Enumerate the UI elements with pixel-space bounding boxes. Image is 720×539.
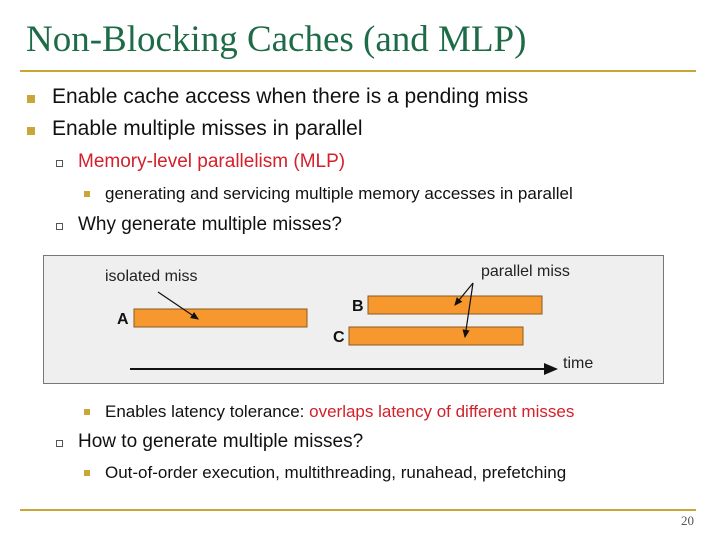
isolated-miss-label: isolated miss xyxy=(105,268,197,285)
label-a: A xyxy=(117,311,129,328)
title-divider xyxy=(20,70,696,72)
sub-bullet-text: How to generate multiple misses? xyxy=(78,431,364,452)
bullet-icon xyxy=(27,127,35,135)
bullet-text: Enable cache access when there is a pend… xyxy=(52,85,529,108)
sub-bullet-icon xyxy=(56,160,63,167)
sub-bullet-icon xyxy=(56,223,63,230)
time-label: time xyxy=(563,355,593,372)
sub-sub-bullet-text: generating and servicing multiple memory… xyxy=(105,184,573,203)
sub-sub-bullet-text: Enables latency tolerance: overlaps late… xyxy=(105,402,574,422)
bullet-icon xyxy=(84,409,90,415)
miss-bar-c xyxy=(348,326,524,346)
bullet-icon xyxy=(84,191,90,197)
parallel-arrow-c xyxy=(462,282,474,339)
parallel-arrow-b xyxy=(454,282,474,306)
sub-bullet-text: Memory-level parallelism (MLP) xyxy=(78,151,346,172)
label-b: B xyxy=(352,298,364,315)
slide-title: Non-Blocking Caches (and MLP) xyxy=(26,19,527,60)
bullet-icon xyxy=(27,95,35,103)
bullet-text: Enable multiple misses in parallel xyxy=(52,117,363,140)
isolated-arrow xyxy=(157,291,199,320)
parallel-miss-label: parallel miss xyxy=(481,263,570,280)
sub-bullet-icon xyxy=(56,440,63,447)
footer-divider xyxy=(20,509,696,511)
sub-bullet-text: Why generate multiple misses? xyxy=(78,214,342,235)
bullet-icon xyxy=(84,470,90,476)
page-number: 20 xyxy=(681,513,694,528)
label-c: C xyxy=(333,329,345,346)
latency-tolerance-text: Enables latency tolerance: xyxy=(105,402,310,421)
overlap-highlight-text: overlaps latency of different misses xyxy=(309,402,575,421)
sub-sub-bullet-text: Out-of-order execution, multithreading, … xyxy=(105,463,567,482)
miss-bar-a xyxy=(133,308,308,328)
